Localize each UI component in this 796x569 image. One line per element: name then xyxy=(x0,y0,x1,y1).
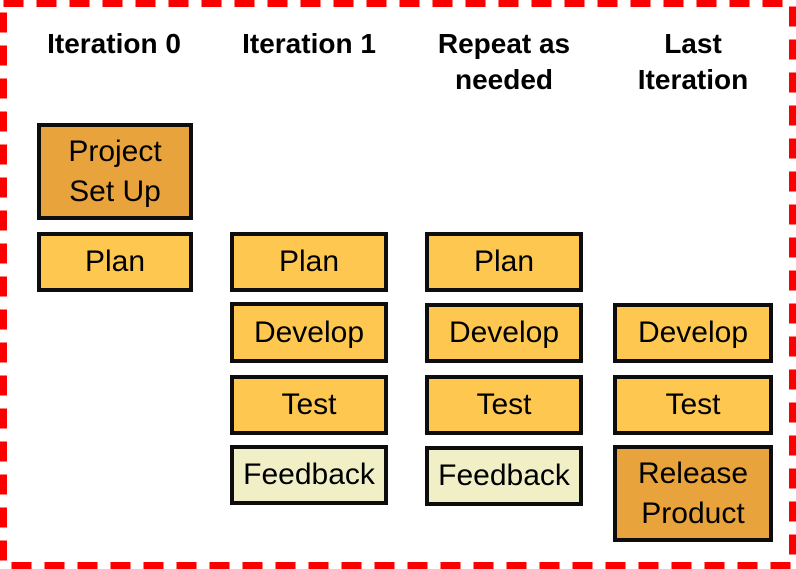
box-plan-repeat: Plan xyxy=(425,232,583,292)
box-feedback-iteration-1: Feedback xyxy=(230,445,388,505)
box-develop-last: Develop xyxy=(613,303,773,363)
box-plan-iteration-0: Plan xyxy=(37,232,193,292)
box-test-last: Test xyxy=(613,375,773,435)
column-header-iteration-1: Iteration 1 xyxy=(242,28,376,59)
box-test-repeat: Test xyxy=(425,375,583,435)
column-header-last-iteration: Last Iteration xyxy=(637,28,749,95)
column-header-iteration-0: Iteration 0 xyxy=(47,28,181,59)
box-release-product: Release Product xyxy=(613,445,773,542)
box-develop-iteration-1: Develop xyxy=(230,302,388,363)
box-feedback-repeat: Feedback xyxy=(425,446,583,506)
column-header-repeat-as-needed: Repeat as needed xyxy=(437,28,571,95)
box-develop-repeat: Develop xyxy=(425,303,583,363)
box-project-set-up: Project Set Up xyxy=(37,123,193,220)
box-plan-iteration-1: Plan xyxy=(230,232,388,292)
box-test-iteration-1: Test xyxy=(230,375,388,435)
